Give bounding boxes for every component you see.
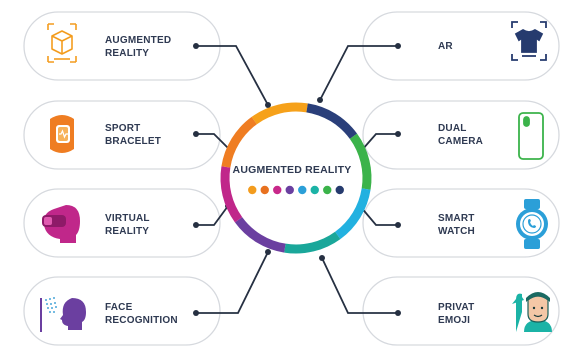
label-line: AR <box>438 41 453 52</box>
connector-dot-sport-bracelet <box>193 131 199 137</box>
ring-segment <box>306 103 358 140</box>
label-line: REALITY <box>105 48 150 59</box>
smartwatch-icon <box>516 199 548 249</box>
label-line: BRACELET <box>105 136 162 147</box>
label-line: AUGMENTED <box>105 35 172 46</box>
label-augmented-reality: AUGMENTED REALITY <box>105 34 171 60</box>
ar-shirt-icon <box>511 21 547 61</box>
label-line: VIRTUAL <box>105 213 150 224</box>
label-sport-bracelet: SPORT BRACELET <box>105 122 161 148</box>
center-dot <box>310 185 319 195</box>
label-line: WATCH <box>438 226 475 237</box>
ring-segment <box>284 231 341 254</box>
label-line: PRIVAT <box>438 302 475 313</box>
label-line: RECOGNITION <box>105 315 178 326</box>
connector-dot-smart-watch <box>395 222 401 228</box>
ring-segment <box>220 166 243 223</box>
label-line: SMART <box>438 213 475 224</box>
smartphone-icon <box>518 112 544 160</box>
emoji-avatar-icon <box>512 292 552 332</box>
label-line: EMOJI <box>438 315 471 326</box>
connector-smart-watch <box>359 205 398 226</box>
center-dot <box>323 185 332 195</box>
label-line: FACE <box>105 302 133 313</box>
ring-segment <box>349 133 372 190</box>
ring-dot-privat-emoji <box>319 255 325 261</box>
center-dot <box>273 185 282 195</box>
label-smart-watch: SMART WATCH <box>438 212 475 238</box>
ring-segment <box>221 116 258 168</box>
connector-face-recognition <box>196 251 269 314</box>
connector-dot-ar <box>395 43 401 49</box>
fitness-bracelet-icon <box>50 115 74 153</box>
ring-segment <box>234 216 286 253</box>
pill-dual-camera <box>362 100 560 170</box>
connector-dot-virtual-reality <box>193 222 199 228</box>
center-dot <box>285 185 294 195</box>
connector-dot-augmented-reality <box>193 43 199 49</box>
label-line: DUAL <box>438 123 467 134</box>
center-disc <box>223 105 369 251</box>
connector-ar <box>319 45 398 101</box>
label-virtual-reality: VIRTUAL REALITY <box>105 212 150 238</box>
connector-sport-bracelet <box>196 133 231 151</box>
label-face-recognition: FACE RECOGNITION <box>105 301 178 327</box>
center-dot-row <box>248 185 344 195</box>
pill-privat-emoji <box>362 276 560 346</box>
ring-segment <box>251 102 308 125</box>
connector-augmented-reality <box>196 45 269 106</box>
connector-dot-dual-camera <box>395 131 401 137</box>
label-line: REALITY <box>105 226 150 237</box>
ring-segment <box>334 188 371 240</box>
connector-virtual-reality <box>196 205 229 226</box>
connector-dot-face-recognition <box>193 310 199 316</box>
vr-headset-icon <box>42 205 80 243</box>
pill-sport-bracelet <box>23 100 221 170</box>
ring-dot-face-recognition <box>265 249 271 255</box>
connector-privat-emoji <box>321 257 398 314</box>
ring-dot-ar <box>317 97 323 103</box>
center-title: AUGMENTED REALITY <box>232 164 352 176</box>
center-dot <box>248 185 257 195</box>
pill-smart-watch <box>362 188 560 258</box>
center-dot <box>335 185 344 195</box>
face-scan-icon <box>40 297 86 332</box>
center-dot <box>260 185 269 195</box>
connector-lines <box>196 45 398 314</box>
connector-dual-camera <box>361 133 398 151</box>
ar-cube-icon <box>47 23 77 63</box>
label-line: CAMERA <box>438 136 484 147</box>
label-privat-emoji: PRIVAT EMOJI <box>438 301 474 327</box>
label-ar: AR <box>438 40 453 53</box>
center-ring <box>220 102 372 254</box>
connector-dot-privat-emoji <box>395 310 401 316</box>
center-dot <box>298 185 307 195</box>
label-dual-camera: DUAL CAMERA <box>438 122 483 148</box>
ring-dot-augmented-reality <box>265 102 271 108</box>
label-line: SPORT <box>105 123 141 134</box>
